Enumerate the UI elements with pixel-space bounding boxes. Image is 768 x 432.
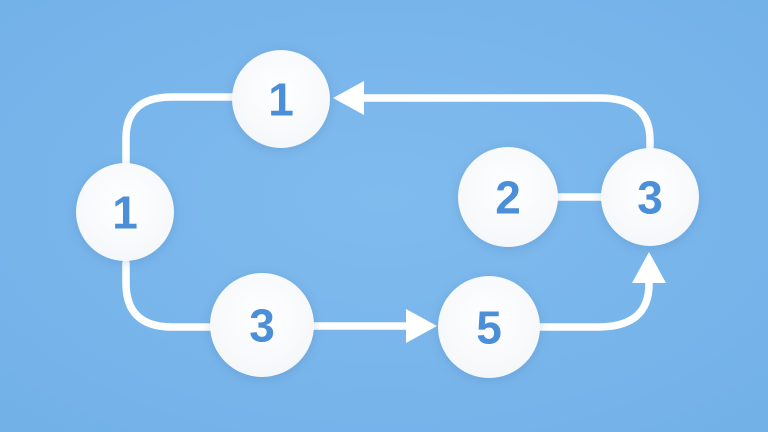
- edge-bottom-5-to-right-3: [536, 280, 653, 331]
- node-circle: [232, 50, 330, 148]
- node-label: 2: [495, 171, 521, 223]
- edge-left-1-to-top-1: [122, 93, 237, 168]
- node-bottom-5: 5: [438, 276, 540, 378]
- node-label: 1: [112, 186, 138, 238]
- arrowhead-up-icon: [632, 252, 666, 283]
- node-label: 5: [476, 301, 502, 353]
- node-circle: [458, 147, 558, 247]
- node-circle: [601, 148, 699, 246]
- edge-right-3-to-top-1: [360, 94, 654, 154]
- node-circle: [210, 273, 314, 377]
- node-label: 3: [637, 171, 663, 223]
- node-bottom-3: 3: [210, 273, 314, 377]
- arrowhead-left-icon: [333, 81, 364, 115]
- node-circle: [76, 163, 174, 261]
- node-label: 3: [249, 299, 275, 351]
- node-left-1: 1: [76, 163, 174, 261]
- node-right-3: 3: [601, 148, 699, 246]
- node-label: 1: [268, 73, 294, 125]
- node-mid-2: 2: [458, 147, 558, 247]
- node-circle: [438, 276, 540, 378]
- edge-left-1-to-bottom-3: [122, 259, 216, 331]
- node-top-1: 1: [232, 50, 330, 148]
- arrowhead-right-icon: [406, 309, 437, 343]
